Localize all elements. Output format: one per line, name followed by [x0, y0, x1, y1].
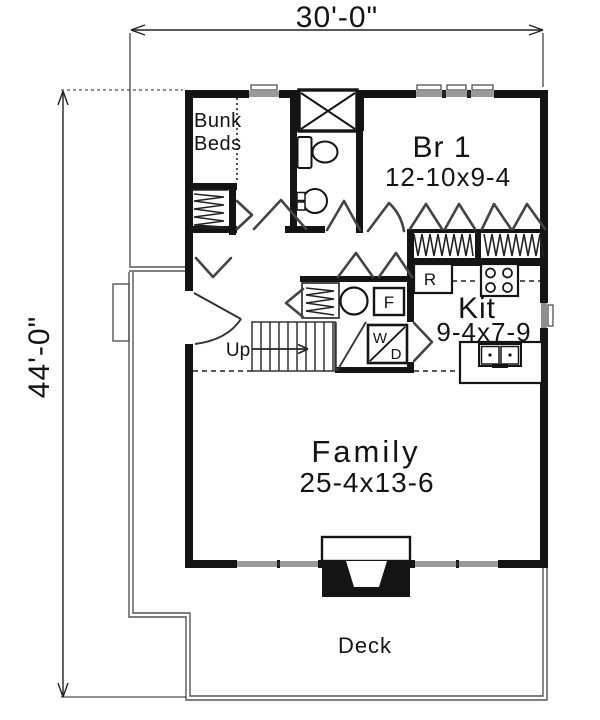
door-utility-2: [377, 251, 414, 279]
room-label-bunk-2: Beds: [194, 133, 242, 155]
furnace-icon: [372, 286, 406, 317]
dim-width-label: 30'-0": [296, 1, 378, 34]
door-entry-inner: [194, 256, 233, 279]
fireplace-icon: [320, 535, 412, 597]
stairs-up-label: Up: [226, 340, 250, 361]
room-size-family: 25-4x13-6: [299, 467, 434, 498]
door-bunk: [235, 199, 254, 231]
window-icon-bath: [249, 84, 279, 97]
toilet-tank-icon: [296, 136, 313, 169]
door-coat-closet: [284, 287, 305, 319]
room-label-deck: Deck: [338, 633, 392, 658]
utility-appliances: [339, 286, 409, 365]
room-size-br1: 12-10x9-4: [385, 162, 511, 192]
door-closet-a2: [443, 202, 477, 231]
window-icon-family-left: [237, 561, 318, 567]
dimension-left: [57, 89, 186, 698]
rod-bunk-closet: [193, 193, 225, 228]
dim-depth-label: 44'-0": [23, 316, 56, 398]
sink-icon: [302, 188, 328, 214]
window-icon-family-right: [415, 561, 498, 567]
kitchen-fixtures: [412, 262, 544, 385]
window-icon-kitchen: [541, 303, 554, 328]
rod-br1-closet-a: [413, 233, 474, 257]
room-size-kitchen: 9-4x7-9: [436, 317, 531, 347]
window-icons: [237, 84, 554, 567]
stair-break-line: [336, 321, 367, 372]
room-label-family: Family: [311, 434, 420, 469]
refrigerator-label: R: [424, 270, 436, 289]
dryer-label: D: [391, 346, 402, 363]
rod-coat-closet: [305, 287, 335, 316]
water-heater-icon: [339, 286, 369, 316]
window-icon-br1: [416, 84, 494, 97]
refrigerator-icon: [412, 262, 454, 295]
washer-label: W: [373, 330, 388, 347]
door-kitchen: [412, 321, 434, 363]
door-closet-b1: [480, 202, 513, 231]
bathroom-fixtures: [296, 88, 359, 214]
entry-stoop: [112, 283, 130, 342]
toilet-bowl-icon: [311, 140, 339, 164]
room-label-kitchen: Kit: [458, 292, 496, 325]
dimension-top: [129, 24, 544, 266]
furnace-label: F: [384, 293, 394, 312]
door-utility-1: [336, 251, 375, 279]
door-hall: [252, 198, 308, 231]
door-closet-b2: [511, 202, 547, 231]
door-bath: [325, 199, 362, 232]
door-swing-icons: [194, 198, 547, 363]
door-br1: [366, 201, 406, 233]
stairs: [251, 321, 367, 372]
entry-door: [193, 292, 242, 345]
closet-rod-icons: [190, 98, 544, 319]
rod-br1-closet-b: [483, 233, 544, 257]
room-label-br1: Br 1: [412, 131, 471, 164]
deck-outline: [112, 266, 548, 701]
up-arrow-icon: [252, 343, 309, 355]
room-label-bunk-1: Bunk: [194, 110, 242, 132]
door-closet-a1: [408, 202, 444, 231]
